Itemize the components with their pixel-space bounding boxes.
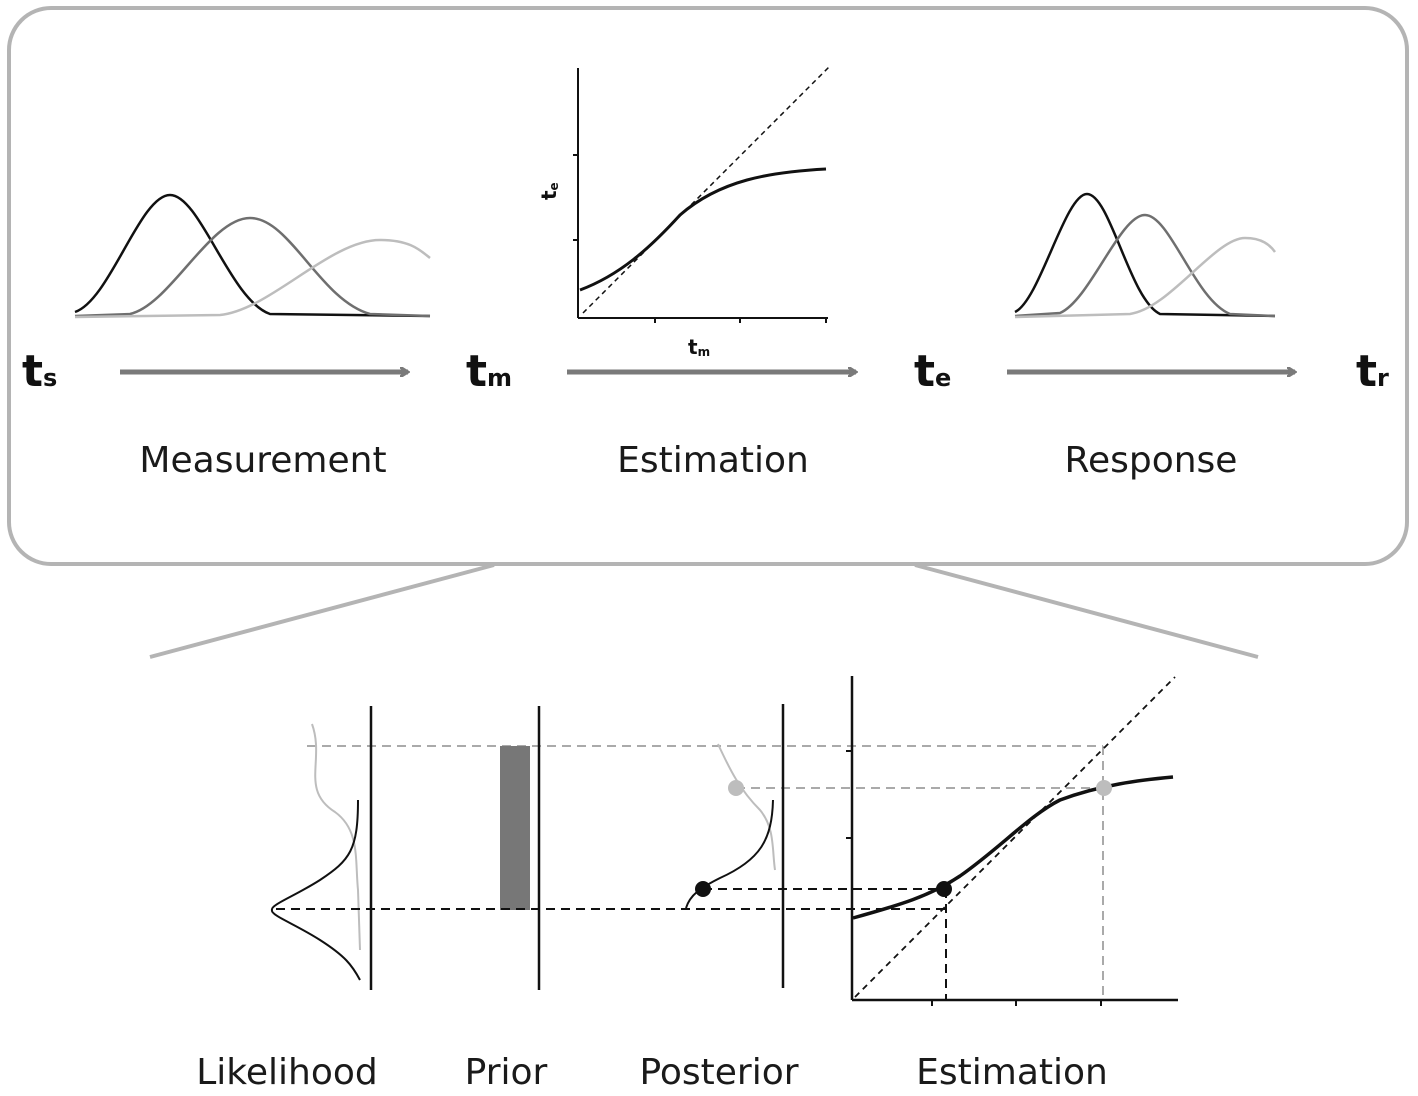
response-distributions xyxy=(1014,192,1277,319)
top-plot-identity-line xyxy=(582,65,831,314)
measurement-curve-3 xyxy=(74,238,431,319)
prior-panel xyxy=(500,706,541,990)
top-estimation-plot: te tm xyxy=(537,65,831,359)
zoom-line-left xyxy=(149,563,495,659)
posterior-curve-dark xyxy=(685,799,774,909)
measurement-distributions xyxy=(74,193,431,319)
top-plot-xlabel: tm xyxy=(688,335,710,359)
stage-label-bottom-estimation: Estimation xyxy=(916,1052,1108,1093)
posterior-curve-light xyxy=(717,743,776,871)
measurement-curve-1 xyxy=(74,193,431,318)
stage-label-posterior: Posterior xyxy=(639,1052,798,1093)
likelihood-panel xyxy=(271,706,373,990)
posterior-panel xyxy=(685,704,785,988)
stage-label-estimation: Estimation xyxy=(617,440,809,481)
bottom-plot-identity-line xyxy=(854,676,1176,998)
variable-ts: ts xyxy=(22,346,57,397)
likelihood-curve-light xyxy=(311,723,361,951)
guide-lines-dark xyxy=(276,888,947,1000)
variable-tm: tm xyxy=(466,346,512,397)
response-curve-2 xyxy=(1014,213,1276,318)
top-panel-frame xyxy=(7,6,1409,566)
bottom-plot-estimator-curve xyxy=(852,775,1174,920)
bottom-estimation-plot xyxy=(846,676,1178,1006)
posterior-point-light xyxy=(728,780,744,796)
stage-label-measurement: Measurement xyxy=(139,440,386,481)
guide-lines-light xyxy=(307,745,1104,1000)
estimate-point-light xyxy=(1096,780,1112,796)
top-plot-estimator-curve xyxy=(579,167,827,292)
response-curve-3 xyxy=(1014,236,1277,319)
measurement-curve-2 xyxy=(74,216,431,318)
stage-label-response: Response xyxy=(1065,440,1238,481)
stage-label-likelihood: Likelihood xyxy=(196,1052,378,1093)
top-plot-ylabel: te xyxy=(537,182,561,200)
variable-te: te xyxy=(914,346,951,397)
stage-label-prior: Prior xyxy=(465,1052,548,1093)
variable-tr: tr xyxy=(1356,346,1389,397)
likelihood-curve-dark xyxy=(271,799,361,981)
response-curve-1 xyxy=(1014,192,1276,318)
prior-bar xyxy=(500,746,530,910)
posterior-point-dark xyxy=(695,881,711,897)
estimate-point-dark xyxy=(936,881,952,897)
zoom-line-right xyxy=(914,563,1259,659)
